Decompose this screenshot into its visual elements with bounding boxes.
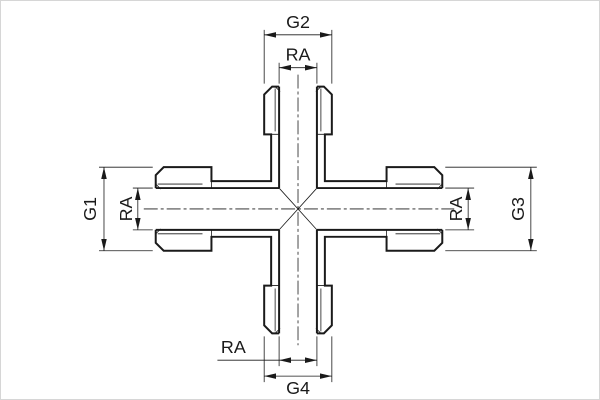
dimension-g3: G3 [445, 166, 537, 252]
bore-chamfers [155, 86, 443, 334]
extension-lines [263, 336, 333, 383]
dimension-label-ra-left: RA [116, 196, 136, 221]
bore-edges [155, 86, 443, 334]
dimension-ra-bottom: RA [217, 336, 318, 367]
extension-lines [99, 166, 153, 252]
nut-junction-lines [211, 133, 387, 286]
thread-lines [157, 88, 441, 332]
dimension-label-ra-top: RA [286, 45, 311, 65]
dimension-label-ra-right: RA [446, 196, 466, 221]
fitting-body [153, 84, 445, 336]
dimension-g2: G2 [263, 12, 333, 84]
extension-lines [278, 336, 318, 367]
centerlines [143, 74, 455, 346]
dimension-ra-right: RA [445, 187, 475, 231]
dimension-label-g4: G4 [286, 378, 310, 398]
extension-lines [263, 29, 333, 84]
dimension-ra-left: RA [116, 187, 153, 231]
dimension-label-g3: G3 [508, 197, 528, 221]
dimension-label-ra-bottom: RA [221, 337, 246, 357]
extension-lines [445, 166, 537, 252]
dimension-label-g1: G1 [80, 197, 100, 221]
dimension-g1: G1 [80, 166, 153, 252]
dimension-label-g2: G2 [286, 12, 310, 32]
dimension-ra-top: RA [278, 45, 318, 84]
dimension-g4: G4 [263, 336, 333, 398]
